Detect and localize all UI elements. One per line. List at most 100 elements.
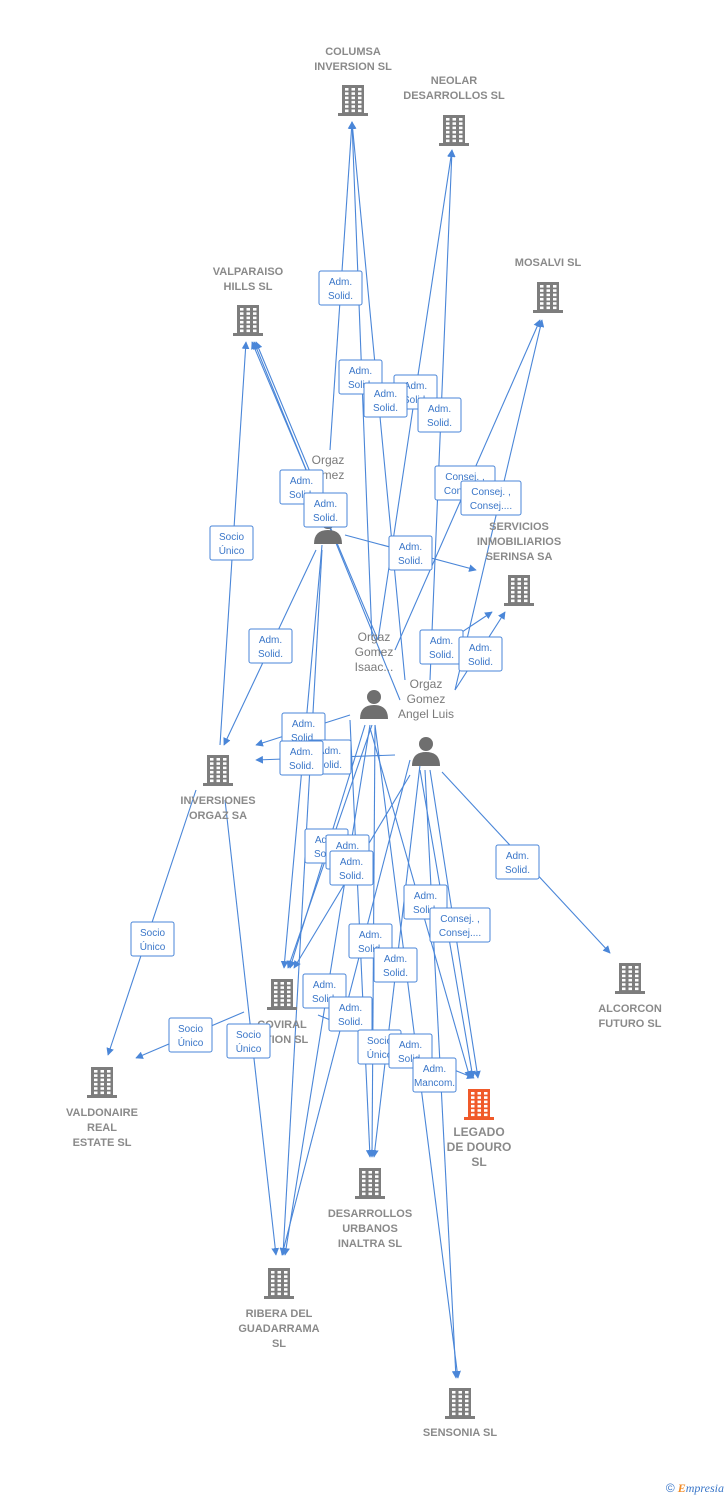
relationship-label[interactable]: Adm.Solid.	[303, 492, 348, 528]
company-label: VALPARAISO	[213, 266, 284, 278]
brand-initial: E	[677, 1481, 686, 1495]
relationship-label-text: Socio	[236, 1030, 261, 1041]
relationship-label-text: Solid.	[403, 395, 428, 406]
company-label: GUADARRAMA	[238, 1323, 319, 1335]
relationship-label-text: Adm.	[329, 277, 352, 288]
relationship-label[interactable]: Adm. Solid.	[458, 636, 503, 672]
relationship-label[interactable]: Adm.Solid.	[328, 996, 373, 1032]
company-label: RIBERA DEL	[246, 1308, 313, 1320]
relationship-label-text: Socio	[219, 532, 244, 543]
relationship-label-text: Adm.	[339, 1003, 362, 1014]
company-label: INVERSION SL	[314, 61, 392, 73]
relationship-label[interactable]: Adm.Solid.	[373, 947, 418, 983]
building-icon	[439, 115, 469, 146]
building-icon	[615, 963, 645, 994]
person-label: Orgaz	[358, 630, 391, 644]
company-node-alcorcon[interactable]: ALCORCON FUTURO SL	[598, 963, 662, 1030]
company-label: SERINSA SA	[486, 551, 553, 563]
company-label: SERVICIOS	[489, 521, 549, 533]
company-node-mosalvi[interactable]: MOSALVI SL	[515, 257, 582, 313]
person-label: Isaac...	[355, 660, 394, 674]
relationship-label[interactable]: Adm. Solid.	[417, 397, 462, 433]
relationship-label-text: Adm.	[423, 1064, 446, 1075]
relationship-label-text: Adm.	[428, 404, 451, 415]
relationship-label[interactable]: Adm. Solid.	[248, 628, 293, 664]
relationship-label-text: Adm.	[399, 1040, 422, 1051]
relationship-label[interactable]: Adm.Solid.	[279, 740, 324, 776]
relationship-label-text: Solid.	[348, 380, 373, 391]
company-node-sensonia[interactable]: SENSONIA SL	[423, 1388, 497, 1439]
relationship-label[interactable]: Consej. ,Consej....	[460, 480, 522, 516]
company-label: VALDONAIRE	[66, 1107, 138, 1119]
company-node-columsa[interactable]: COLUMSA INVERSION SL	[314, 46, 392, 116]
relationship-label-text: Solid.	[398, 556, 423, 567]
person-label: Angel Luis	[398, 707, 454, 721]
relationship-label-text: Adm.	[290, 476, 313, 487]
company-label: FUTURO SL	[599, 1018, 662, 1030]
company-label: LEGADO	[453, 1125, 504, 1139]
relationship-label-text: Adm.	[469, 643, 492, 654]
relationship-label-text: Socio	[178, 1024, 203, 1035]
relationship-label[interactable]: Adm.Solid.	[419, 629, 464, 665]
person-icon	[360, 690, 388, 719]
relationship-label-text: Adm.	[336, 841, 359, 852]
relationship-label-text: Único	[367, 1048, 393, 1061]
building-icon	[264, 1268, 294, 1299]
building-icon	[203, 755, 233, 786]
company-label: INMOBILIARIOS	[477, 536, 561, 548]
relationship-label[interactable]: Adm.Solid.	[388, 535, 433, 571]
relationship-label-text: Adm.	[318, 746, 341, 757]
company-label: SL	[471, 1155, 486, 1169]
relationship-label-text: Adm.	[314, 499, 337, 510]
relationship-label-text: Solid.	[358, 944, 383, 955]
relationship-label-text: Mancom.	[414, 1078, 455, 1089]
relationship-label-text: Solid.	[427, 418, 452, 429]
company-label: DESARROLLOS	[328, 1208, 412, 1220]
company-node-servicios[interactable]: SERVICIOS INMOBILIARIOS SERINSA SA	[477, 521, 561, 606]
relationship-label-text: Único	[178, 1036, 204, 1049]
person-node-p2[interactable]: OrgazGomezIsaac...	[355, 630, 394, 719]
company-label: ALCORCON	[598, 1003, 662, 1015]
relationship-label[interactable]: Adm.Solid.	[329, 850, 374, 886]
building-icon	[338, 85, 368, 116]
relationship-label-text: Solid.	[373, 403, 398, 414]
relationship-label-text: Solid.	[398, 1054, 423, 1065]
building-icon	[267, 979, 297, 1010]
company-label: SL	[272, 1338, 286, 1350]
relationship-label-text: Solid.	[413, 905, 438, 916]
relationship-label-text: Solid.	[429, 650, 454, 661]
company-label: COLUMSA	[325, 46, 381, 58]
relationship-label-text: Solid.	[468, 657, 493, 668]
company-node-ribera[interactable]: RIBERA DEL GUADARRAMA SL	[238, 1268, 320, 1350]
relationship-label-text: Adm.	[340, 857, 363, 868]
relationship-label-text: Adm.	[259, 635, 282, 646]
relationship-label-text: Único	[236, 1042, 262, 1055]
relationship-label-text: Solid.	[258, 649, 283, 660]
relationship-label-text: Consej. ,	[471, 487, 510, 498]
relationship-label[interactable]: Adm.Solid.	[318, 270, 363, 306]
relationship-label-text: Adm.	[292, 719, 315, 730]
person-label: Orgaz	[410, 677, 443, 691]
relationship-label[interactable]: Adm.Solid.	[495, 844, 540, 880]
relationship-label[interactable]: Consej. ,Consej....	[429, 907, 491, 943]
relationship-label-text: Solid.	[289, 490, 314, 501]
building-icon	[87, 1067, 117, 1098]
company-label: DESARROLLOS SL	[403, 90, 505, 102]
relationship-label-text: Solid.	[289, 761, 314, 772]
relationship-label-text: Socio	[140, 928, 165, 939]
relationship-label-text: Adm.	[313, 980, 336, 991]
building-icon	[355, 1168, 385, 1199]
relationship-label[interactable]: Adm.Solid.	[363, 382, 408, 418]
relationship-label[interactable]: Adm. Mancom.	[412, 1057, 457, 1093]
